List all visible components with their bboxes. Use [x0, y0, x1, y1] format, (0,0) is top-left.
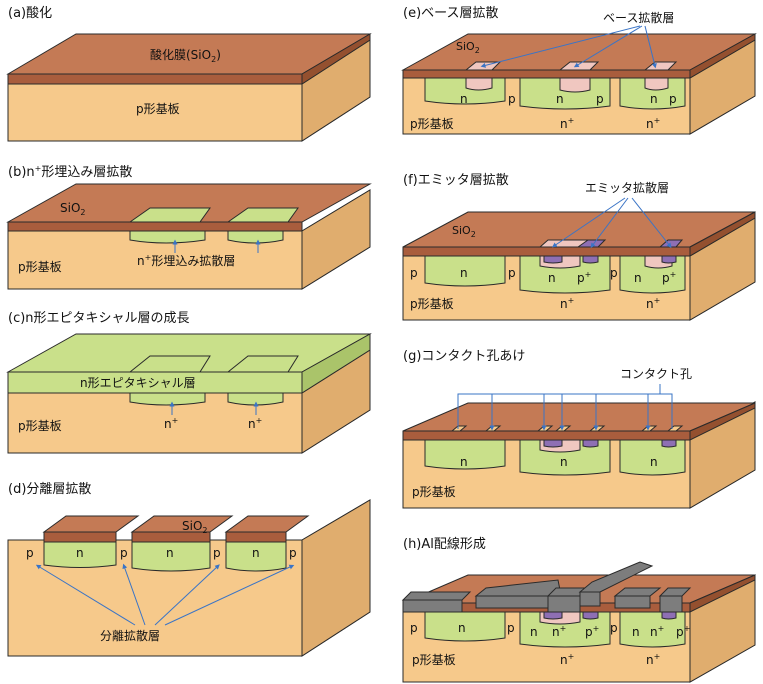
buried-label: n+ — [560, 652, 574, 667]
n-label: n — [460, 266, 468, 280]
oxide-label: SiO2 — [182, 519, 208, 535]
p-label: p — [669, 92, 677, 106]
oxide-label: SiO2 — [452, 224, 476, 239]
buried-label: n+ — [560, 116, 574, 131]
substrate-label: p形基板 — [412, 653, 456, 667]
p-label: p — [610, 266, 618, 280]
n-label: n — [650, 92, 658, 106]
p-label: p — [26, 546, 34, 560]
oxide-label: SiO2 — [456, 40, 480, 55]
panel-a-title: (a)酸化 — [8, 6, 52, 21]
panel-g-title: (g)コンタクト孔あけ — [403, 349, 525, 364]
buried-callout: n+形埋込み拡散層 — [137, 253, 235, 268]
panel-d-title: (d)分離層拡散 — [8, 482, 91, 497]
epi-label: n形エピタキシャル層 — [80, 376, 196, 390]
n-label: n — [460, 455, 468, 469]
oxide-front — [7, 73, 303, 85]
panel-h-title: (h)Al配線形成 — [403, 536, 486, 552]
p-plus-label: p+ — [662, 270, 676, 285]
n-plus-label: n+ — [650, 624, 664, 639]
n-label: n — [530, 625, 538, 639]
emitter-callout: エミッタ拡散層 — [585, 180, 669, 195]
panel-h: (h)Al配線形成 p n p n n+ — [401, 536, 756, 683]
panel-f: (f)エミッタ層拡散 エミッタ拡散層 SiO2 p n p n p+ p n p… — [402, 173, 756, 321]
p-label: p — [410, 266, 418, 280]
p-plus-label: p+ — [676, 624, 690, 639]
p-label: p — [508, 92, 516, 106]
panel-e-title: (e)ベース層拡散 — [403, 6, 499, 21]
oxide-label: 酸化膜(SiO2) — [150, 47, 221, 64]
n-label: n — [632, 625, 640, 639]
buried-label: n+ — [560, 296, 574, 311]
p-label: p — [507, 621, 515, 635]
panel-a: (a)酸化 酸化膜(SiO2) p形基板 — [6, 6, 372, 142]
p-label: p — [213, 546, 221, 560]
panel-c: (c)n形エピタキシャル層の成長 n形エピタキシャル層 p形基板 n+ n+ — [6, 311, 372, 454]
n-label: n — [650, 455, 658, 469]
n-label: n — [560, 455, 568, 469]
window — [226, 207, 299, 223]
p-label: p — [610, 621, 618, 635]
n-label: n — [548, 271, 556, 285]
buried-label: n+ — [646, 652, 660, 667]
oxide-front — [7, 221, 303, 232]
oxide-side — [301, 33, 371, 85]
substrate-label: p形基板 — [412, 485, 456, 499]
p-label: p — [120, 546, 128, 560]
panel-d: (d)分離層拡散 SiO2 n n n p p p p 分離拡散層 — [7, 482, 371, 657]
p-label: p — [508, 266, 516, 280]
buried-label: n+ — [164, 416, 178, 431]
substrate-label: p形基板 — [18, 260, 62, 274]
base-callout: ベース拡散層 — [603, 10, 674, 25]
substrate-label: p形基板 — [18, 419, 62, 433]
n-label: n — [634, 271, 642, 285]
n-plus-label: n+ — [552, 624, 566, 639]
substrate-side — [301, 189, 371, 290]
panel-g: (g)コンタクト孔あけ コンタクト孔 n n n p形基板 — [402, 349, 756, 509]
n-label: n — [460, 92, 468, 106]
window — [128, 207, 211, 223]
buried-label: n+ — [646, 296, 660, 311]
panel-f-title: (f)エミッタ層拡散 — [403, 173, 509, 188]
buried-label: n+ — [646, 116, 660, 131]
substrate-side — [301, 499, 371, 657]
p-label: p — [410, 621, 418, 635]
buried-label: n+ — [248, 416, 262, 431]
p-plus-label: p+ — [585, 624, 599, 639]
panel-b: (b)n+形埋込み層拡散 SiO2 p形基板 n+形埋込み拡散層 — [6, 164, 372, 290]
isolation-callout: 分離拡散層 — [100, 628, 160, 643]
substrate-label: p形基板 — [410, 297, 454, 311]
p-label: p — [289, 546, 297, 560]
panel-b-title: (b)n+形埋込み層拡散 — [8, 164, 132, 180]
substrate-label: p形基板 — [410, 117, 454, 131]
buried-layer — [227, 230, 284, 244]
p-label: p — [596, 92, 604, 106]
n-label: n — [556, 92, 564, 106]
n-label: n — [458, 621, 466, 635]
epi-side — [301, 333, 371, 394]
panel-e: (e)ベース層拡散 ベース拡散層 SiO2 n p n p n p n+ n+ … — [401, 6, 757, 135]
substrate-label: p形基板 — [136, 102, 180, 116]
n-label: n — [252, 546, 260, 560]
buried-layer — [129, 230, 206, 244]
contact-callout: コンタクト孔 — [620, 367, 692, 381]
panel-c-title: (c)n形エピタキシャル層の成長 — [8, 311, 190, 326]
n-label: n — [166, 546, 174, 560]
oxide-label: SiO2 — [60, 201, 86, 217]
n-label: n — [76, 546, 84, 560]
p-plus-label: p+ — [577, 270, 591, 285]
